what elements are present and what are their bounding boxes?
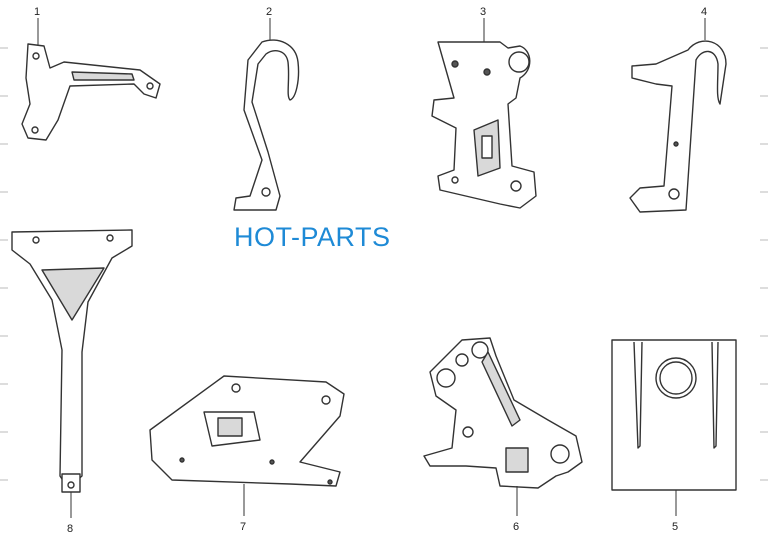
callout-5: 5: [672, 521, 678, 533]
callout-1: 1: [34, 6, 40, 18]
callout-4: 4: [701, 6, 707, 18]
hook-bracket-4: 4: [629, 6, 727, 213]
callout-6: 6: [513, 521, 519, 533]
edge-ticks: [0, 47, 768, 481]
watermark-text: HOT-PARTS: [234, 222, 391, 252]
plate-5: 5: [611, 339, 737, 533]
callout-8: 8: [67, 523, 73, 535]
callout-3: 3: [480, 6, 486, 18]
plate-bracket-7: 7: [149, 375, 345, 533]
callout-7: 7: [240, 521, 246, 533]
support-bar-8: 8: [11, 229, 133, 535]
bracket-1: 1: [21, 6, 161, 141]
callout-2: 2: [266, 6, 272, 18]
hook-bracket-2: 2: [233, 6, 300, 211]
mount-bracket-6: 6: [423, 337, 583, 533]
mount-bracket-3: 3: [431, 6, 537, 209]
